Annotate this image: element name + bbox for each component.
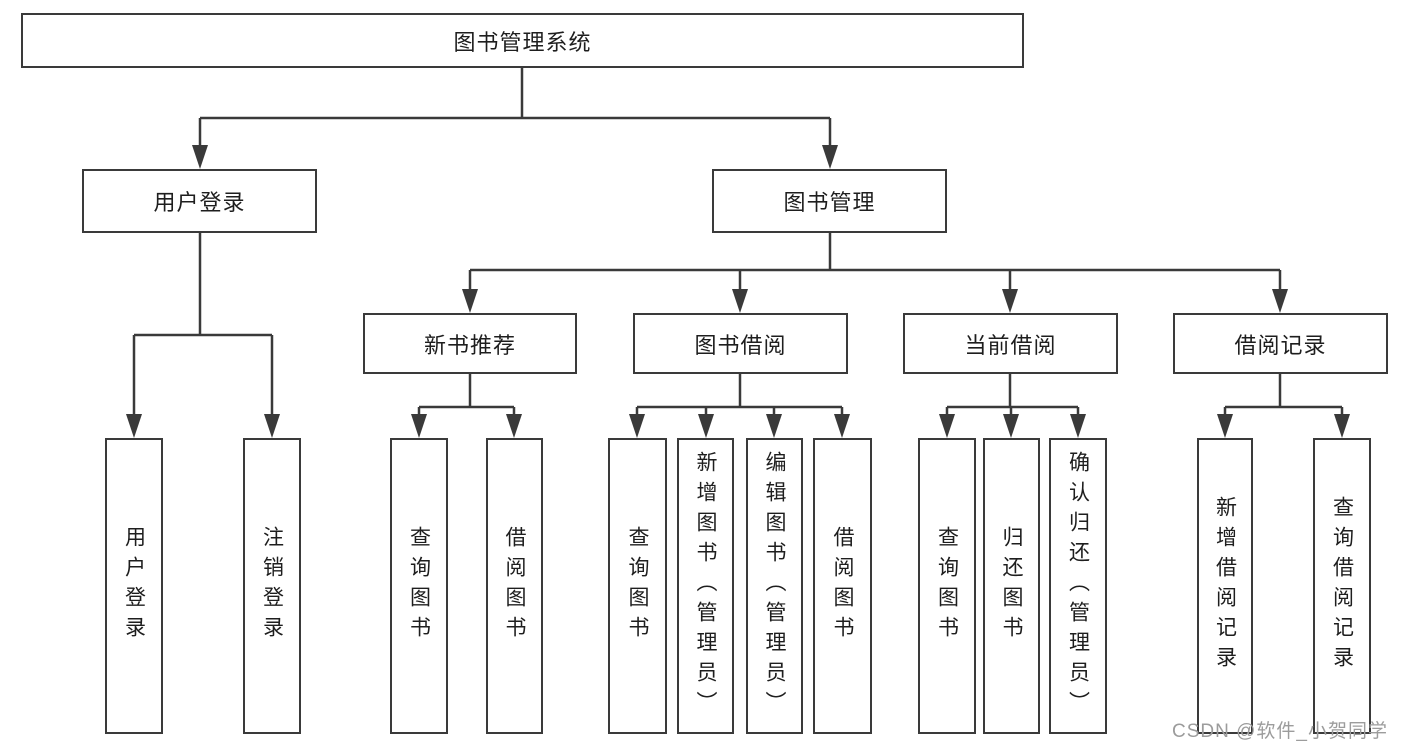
leaf-query-books-current-label: 查询图书 — [935, 526, 959, 646]
node-root-label: 图书管理系统 — [453, 29, 592, 55]
node-borrow-records-label: 借阅记录 — [1234, 332, 1327, 358]
node-book-borrow: 图书借阅 — [633, 313, 848, 374]
leaf-query-borrow-record-label: 查询借阅记录 — [1330, 496, 1354, 676]
leaf-query-books-recommend: 查询图书 — [390, 438, 448, 734]
leaf-add-borrow-record-label: 新增借阅记录 — [1213, 496, 1237, 676]
leaf-borrow-books: 借阅图书 — [813, 438, 872, 734]
node-borrow-records: 借阅记录 — [1173, 313, 1388, 374]
node-user-login-label: 用户登录 — [153, 190, 246, 215]
node-current-borrow: 当前借阅 — [903, 313, 1118, 374]
leaf-user-login: 用户登录 — [105, 438, 163, 734]
leaf-logout: 注销登录 — [243, 438, 301, 734]
leaf-return-book-label: 归还图书 — [1000, 526, 1023, 646]
node-new-book-recommend: 新书推荐 — [363, 313, 577, 374]
leaf-query-borrow-record: 查询借阅记录 — [1313, 438, 1371, 734]
leaf-borrow-books-recommend-label: 借阅图书 — [503, 526, 526, 646]
leaf-query-books-borrow-label: 查询图书 — [626, 526, 649, 646]
leaf-confirm-return-admin-label: 确认归还（管理员） — [1066, 451, 1090, 721]
leaf-query-books-recommend-label: 查询图书 — [407, 526, 431, 646]
leaf-add-book-admin: 新增图书（管理员） — [677, 438, 734, 734]
csdn-watermark: CSDN @软件_小贺同学 — [1172, 721, 1388, 742]
node-current-borrow-label: 当前借阅 — [964, 332, 1057, 358]
leaf-query-books-borrow: 查询图书 — [608, 438, 667, 734]
node-book-management-label: 图书管理 — [783, 190, 876, 215]
leaf-logout-label: 注销登录 — [260, 526, 284, 646]
arrowheads — [126, 145, 1350, 438]
leaf-borrow-books-recommend: 借阅图书 — [486, 438, 543, 734]
node-book-borrow-label: 图书借阅 — [694, 332, 787, 358]
node-new-book-recommend-label: 新书推荐 — [423, 332, 516, 358]
leaf-borrow-books-label: 借阅图书 — [831, 526, 854, 646]
node-book-management: 图书管理 — [712, 169, 947, 233]
leaf-edit-book-admin-label: 编辑图书（管理员） — [763, 451, 786, 721]
leaf-add-book-admin-label: 新增图书（管理员） — [694, 451, 717, 721]
leaf-add-borrow-record: 新增借阅记录 — [1197, 438, 1253, 734]
leaf-edit-book-admin: 编辑图书（管理员） — [746, 438, 803, 734]
node-user-login: 用户登录 — [82, 169, 317, 233]
node-root: 图书管理系统 — [21, 13, 1024, 68]
leaf-query-books-current: 查询图书 — [918, 438, 976, 734]
leaf-user-login-label: 用户登录 — [122, 526, 146, 646]
leaf-confirm-return-admin: 确认归还（管理员） — [1049, 438, 1107, 734]
leaf-return-book: 归还图书 — [983, 438, 1040, 734]
